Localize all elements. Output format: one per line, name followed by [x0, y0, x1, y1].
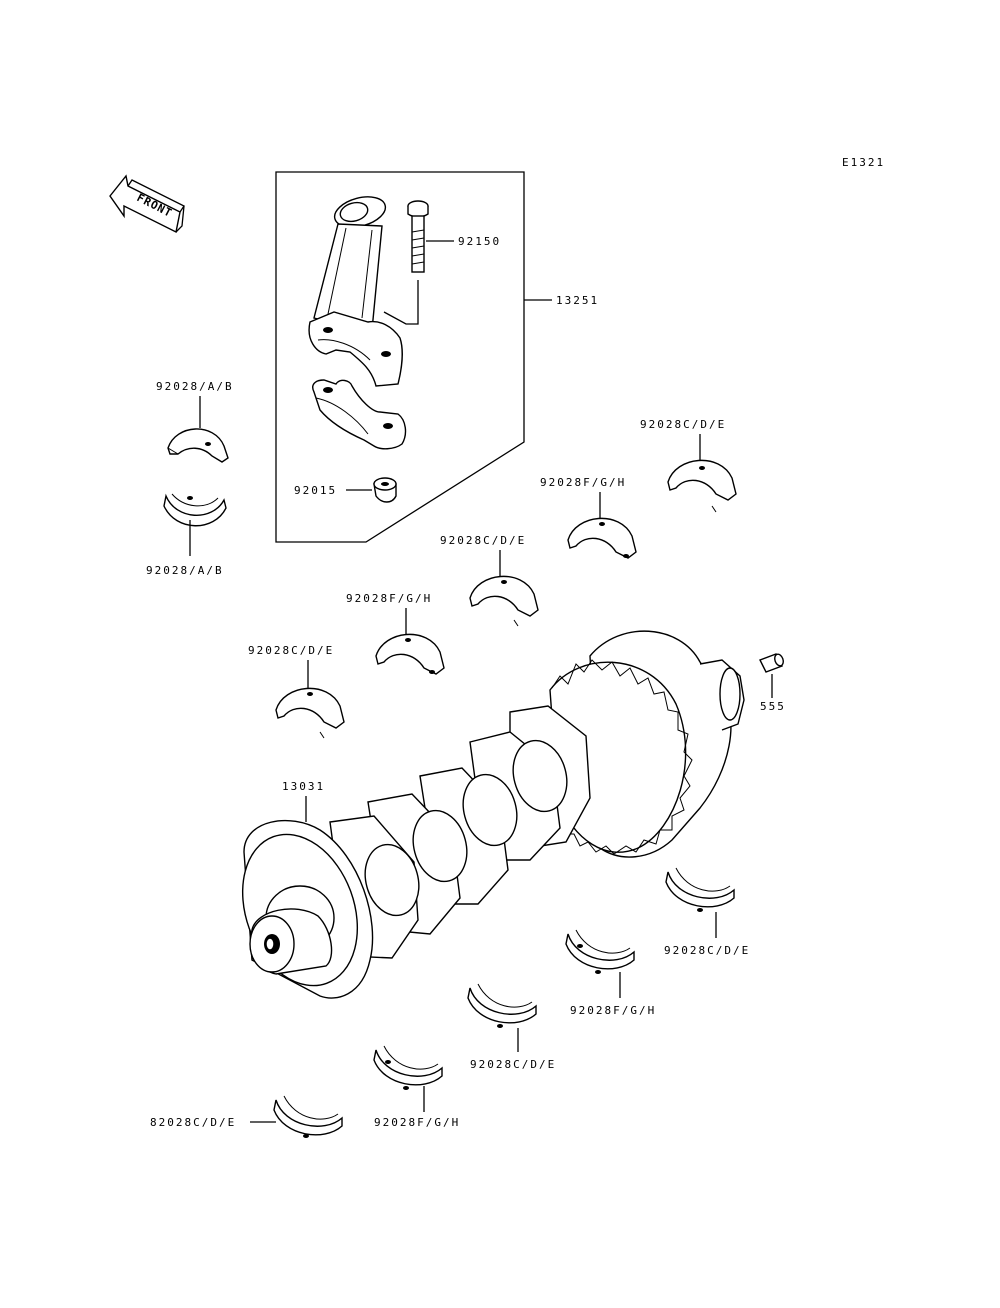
main-bearing-lower-1	[273, 1095, 343, 1138]
label-conrod-nut: 92015	[294, 484, 337, 497]
diagram-id: E1321	[842, 156, 885, 169]
label-main-bearing-lower-4: 92028F/G/H	[570, 1004, 656, 1017]
label-main-bearing-lower-2: 92028F/G/H	[374, 1116, 460, 1129]
label-main-bearing-lower-1: 82028C/D/E	[150, 1116, 236, 1129]
label-pin: 555	[760, 700, 786, 713]
main-bearing-lower-2	[373, 1045, 443, 1090]
label-main-bearing-upper-3: 92028C/D/E	[440, 534, 526, 547]
front-arrow-icon: FRONT	[109, 174, 185, 234]
main-bearing-upper-5	[667, 459, 737, 513]
label-main-bearing-lower-3: 92028C/D/E	[470, 1058, 556, 1071]
main-bearing-lower-4	[565, 929, 635, 974]
conrod-bearing-upper	[167, 428, 229, 463]
main-bearing-upper-1	[275, 687, 345, 739]
conrod-assembly-box	[275, 171, 525, 543]
label-main-bearing-upper-5: 92028C/D/E	[640, 418, 726, 431]
label-main-bearing-lower-5: 92028C/D/E	[664, 944, 750, 957]
label-main-bearing-upper-2: 92028F/G/H	[346, 592, 432, 605]
conrod-cap	[312, 379, 407, 450]
label-crankshaft: 13031	[282, 780, 325, 793]
main-bearing-upper-2	[375, 633, 445, 675]
label-main-bearing-upper-1: 92028C/D/E	[248, 644, 334, 657]
label-conrod-bolt: 92150	[458, 235, 501, 248]
label-main-bearing-upper-4: 92028F/G/H	[540, 476, 626, 489]
pin	[759, 653, 784, 673]
main-bearing-lower-5	[665, 867, 735, 912]
connecting-rod	[308, 196, 403, 387]
main-bearing-upper-3	[469, 575, 539, 627]
label-conrod-bearing-lower: 92028/A/B	[146, 564, 224, 577]
main-bearing-lower-3	[467, 983, 537, 1028]
crankshaft	[241, 630, 745, 999]
label-conrod-assembly: 13251	[556, 294, 599, 307]
main-bearing-upper-4	[567, 517, 637, 559]
conrod-bolt	[383, 200, 454, 325]
conrod-bearing-lower	[163, 493, 227, 527]
label-conrod-bearing-upper: 92028/A/B	[156, 380, 234, 393]
conrod-nut	[346, 477, 397, 503]
